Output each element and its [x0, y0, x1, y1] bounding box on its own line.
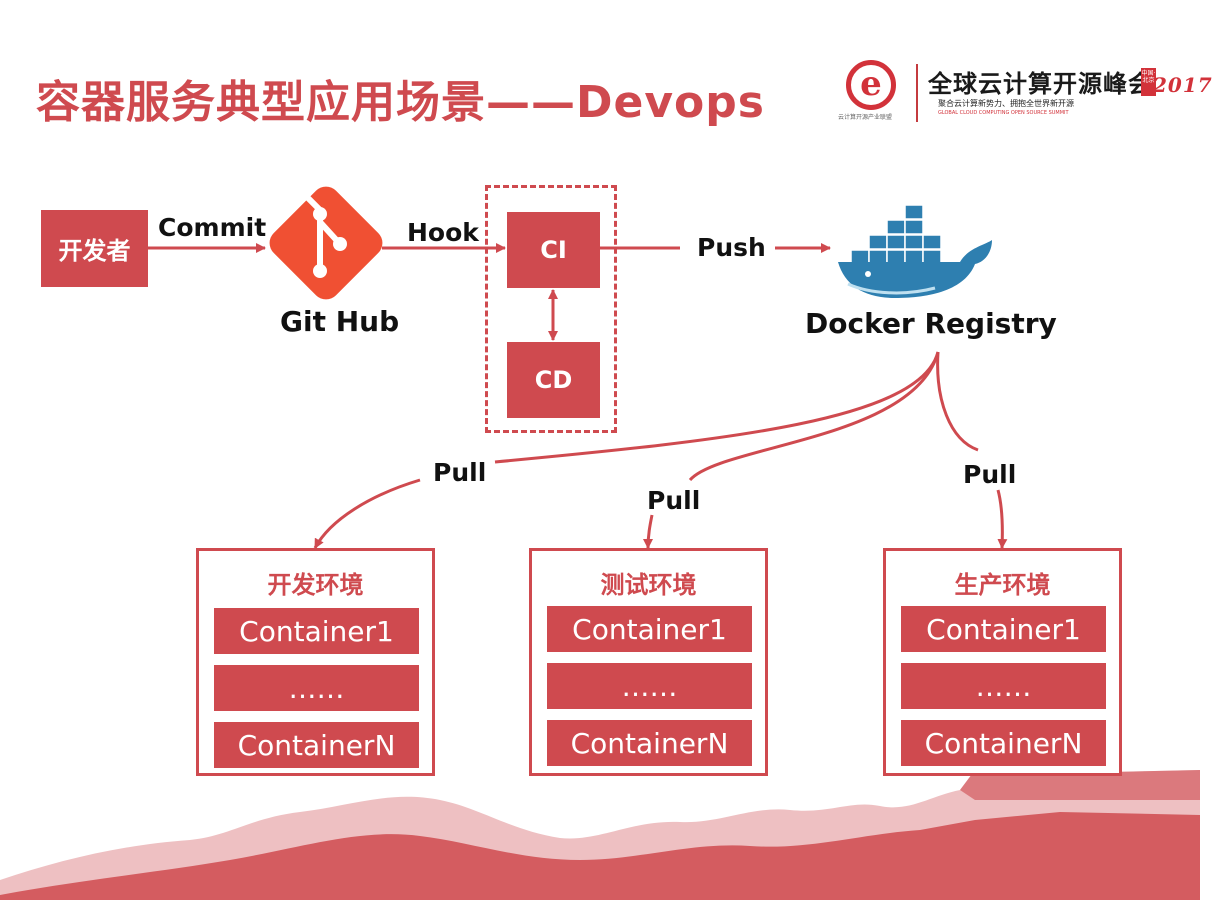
pull-arrow-test	[643, 514, 654, 549]
logo-divider	[916, 64, 918, 122]
great-wall-silhouette	[0, 760, 1200, 900]
page-title: 容器服务典型应用场景——Devops	[36, 77, 765, 128]
env-prod: 生产环境 Container1 …… ContainerN	[883, 548, 1122, 776]
logo-text: 全球云计算开源峰会2017	[928, 64, 1213, 99]
pull-arrow-dev	[313, 478, 421, 549]
pull-line-prod	[936, 351, 979, 452]
conference-logo: e 云计算开源产业联盟 全球云计算开源峰会2017 中国·北京 聚合云计算新势力…	[838, 58, 1212, 130]
container-ellipsis: ……	[214, 665, 419, 711]
pull-label-prod: Pull	[963, 460, 1017, 489]
container-item: Container1	[547, 606, 752, 652]
env-title: 生产环境	[954, 571, 1051, 599]
pull-line-dev	[494, 351, 940, 464]
developer-node: 开发者	[41, 210, 148, 287]
env-title: 测试环境	[600, 571, 697, 599]
pull-line-test	[688, 351, 940, 482]
hook-label: Hook	[407, 218, 479, 247]
container-ellipsis: ……	[547, 663, 752, 709]
docker-whale-icon	[838, 204, 992, 298]
env-dev: 开发环境 Container1 …… ContainerN	[196, 548, 435, 776]
env-title: 开发环境	[267, 571, 364, 599]
container-item: Container1	[901, 606, 1106, 652]
commit-label: Commit	[158, 213, 267, 242]
push-label: Push	[697, 233, 766, 262]
container-item: ContainerN	[547, 720, 752, 766]
logo-year: 2017	[1153, 73, 1213, 97]
pull-arrow-prod	[996, 489, 1008, 549]
git-logo-icon	[269, 186, 383, 300]
registry-label: Docker Registry	[805, 307, 1057, 340]
container-item: ContainerN	[214, 722, 419, 768]
pull-label-dev: Pull	[433, 458, 487, 487]
logo-subtitle: 云计算开源产业联盟	[838, 114, 893, 121]
logo-name: 全球云计算开源峰会	[928, 69, 1153, 98]
pull-label-test: Pull	[647, 486, 701, 515]
logo-tag: 中国·北京	[1141, 68, 1156, 96]
env-test: 测试环境 Container1 …… ContainerN	[529, 548, 768, 776]
container-item: Container1	[214, 608, 419, 654]
ci-node: CI	[507, 212, 600, 288]
cd-node: CD	[507, 342, 600, 418]
logo-slogan: 聚合云计算新势力、拥抱全世界新开源	[938, 99, 1074, 108]
logo-mark-icon: e	[846, 60, 896, 110]
container-ellipsis: ……	[901, 663, 1106, 709]
github-label: Git Hub	[280, 305, 400, 338]
container-item: ContainerN	[901, 720, 1106, 766]
ci-cd-group	[485, 185, 617, 433]
logo-slogan-en: GLOBAL CLOUD COMPUTING OPEN SOURCE SUMMI…	[938, 110, 1069, 116]
